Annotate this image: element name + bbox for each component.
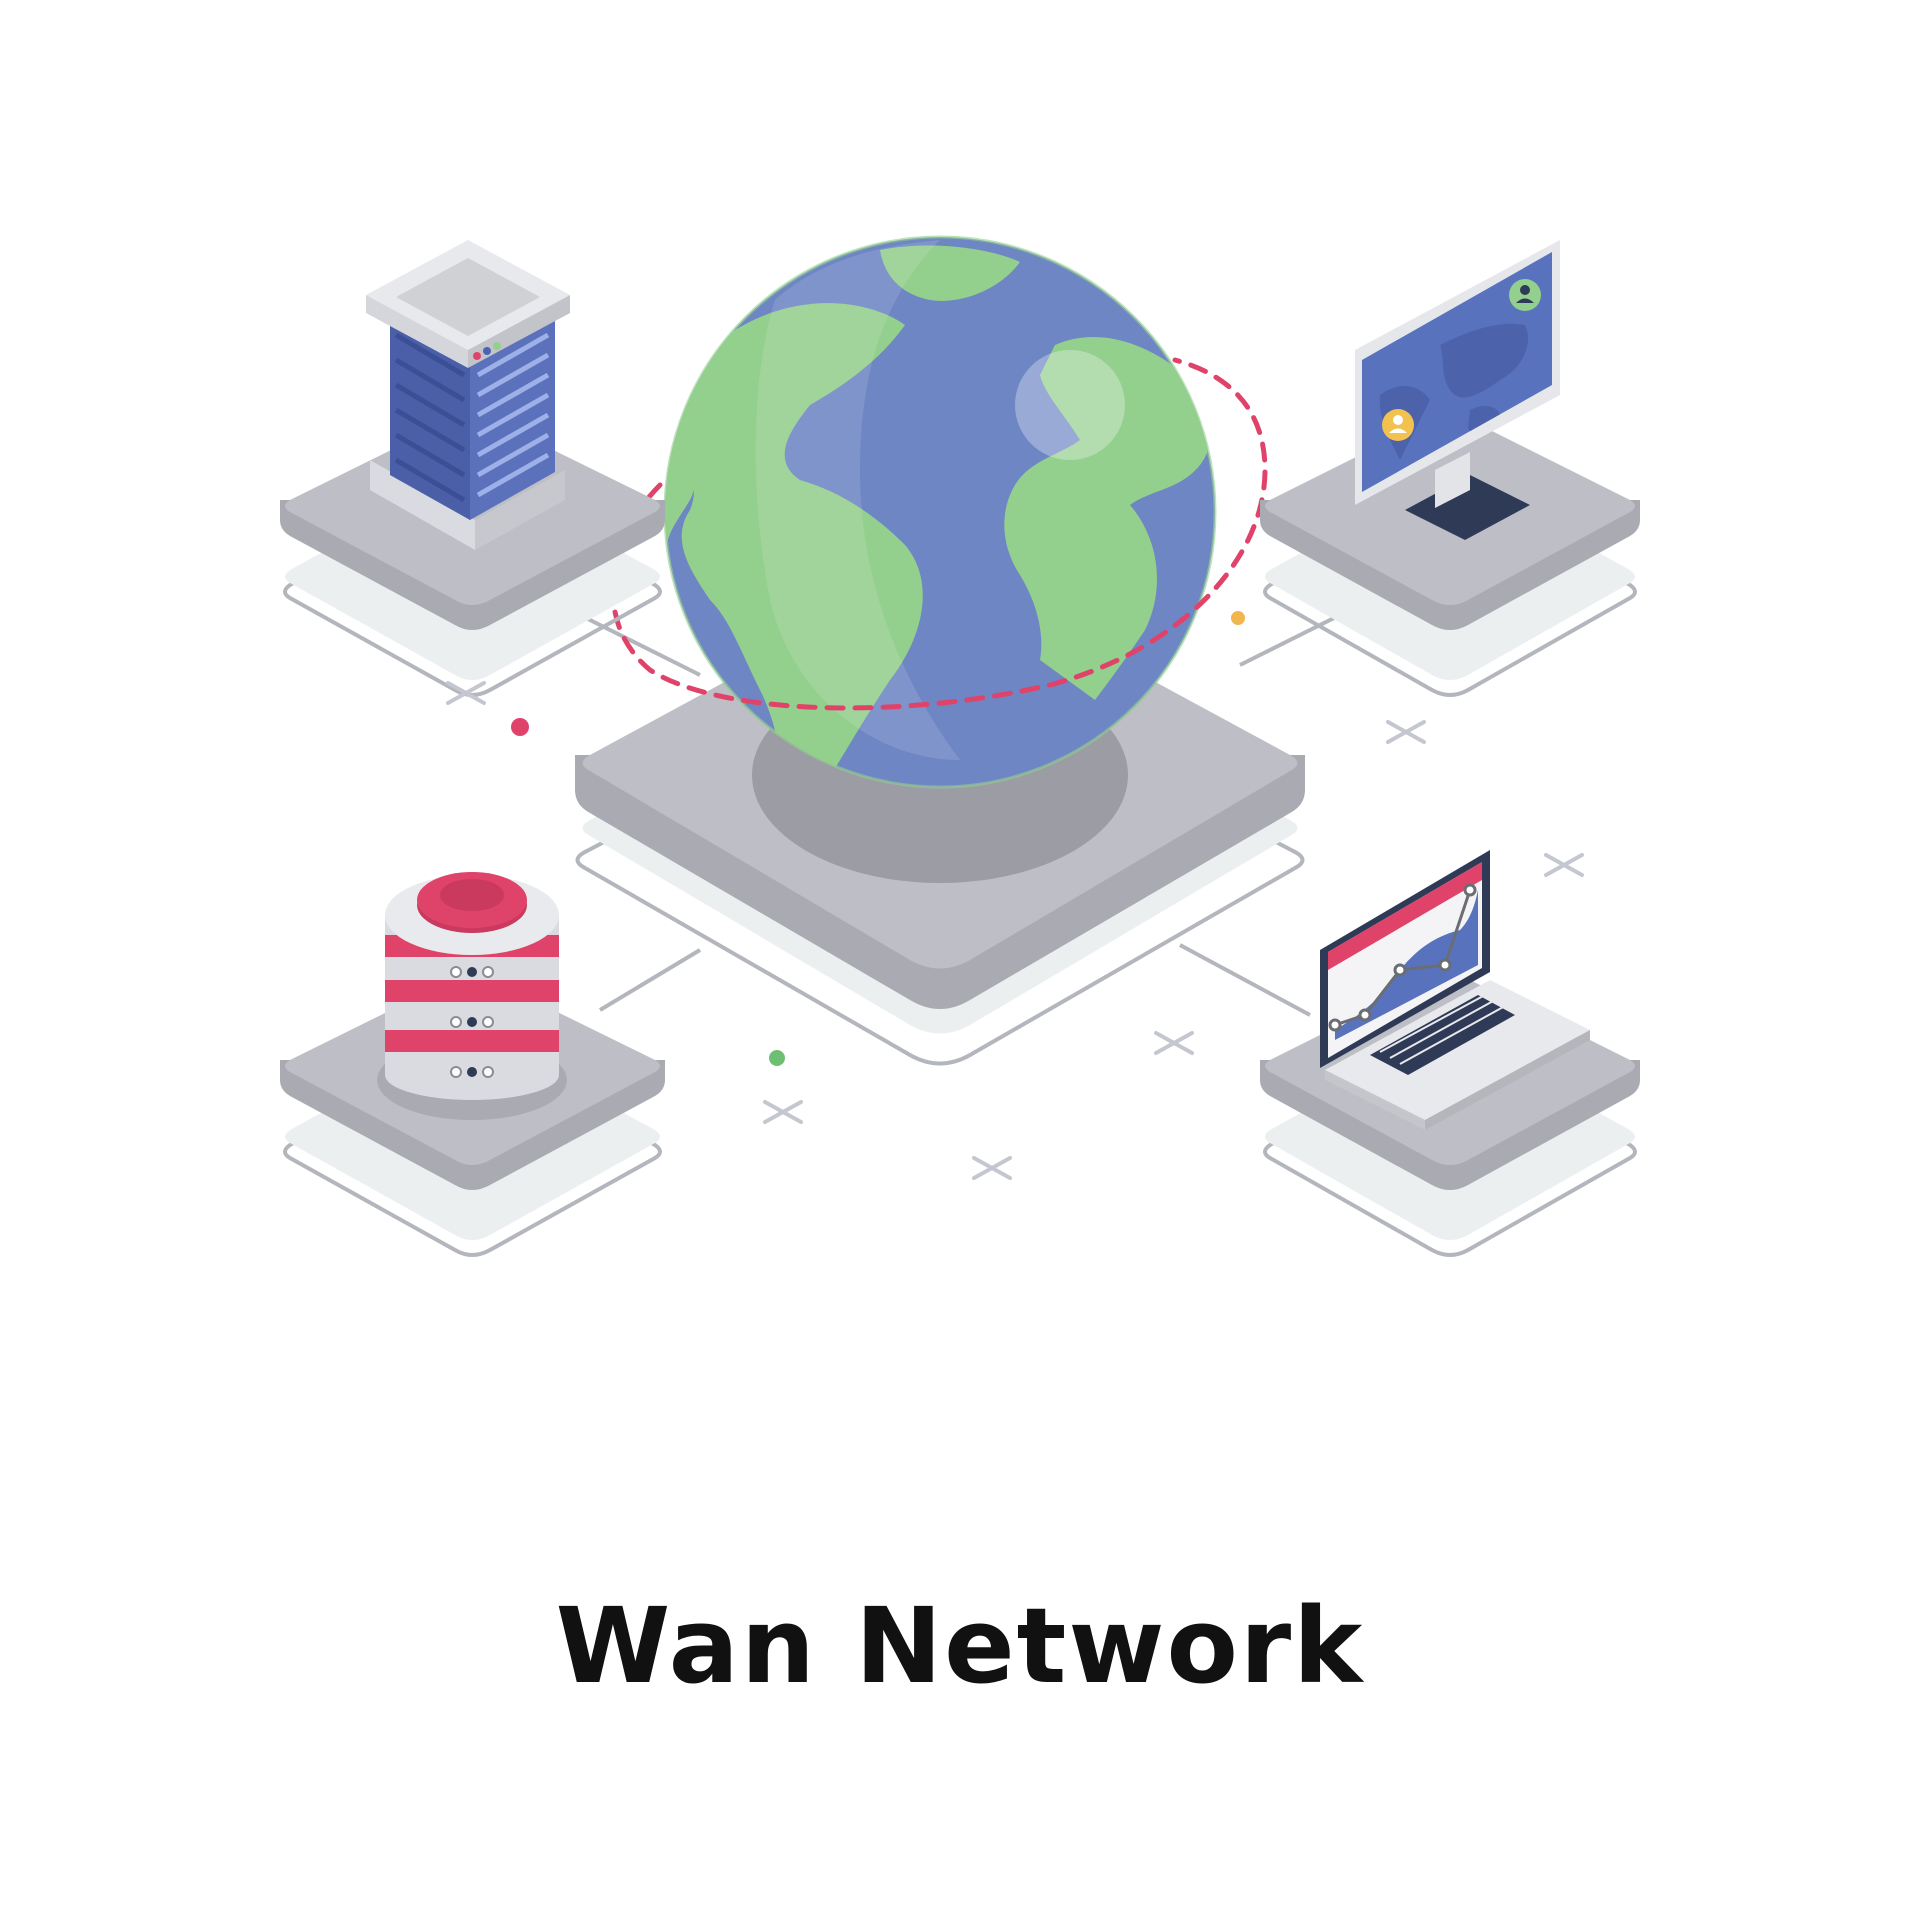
decorative-crosses <box>446 681 1584 1180</box>
orbit-path <box>610 357 1268 711</box>
caption-title: Wan Network <box>555 1585 1365 1707</box>
globe-icon <box>663 235 1217 789</box>
server-node <box>280 240 665 697</box>
server-rack-icon <box>366 240 570 550</box>
laptop-node <box>1260 850 1640 1257</box>
database-node <box>280 872 665 1257</box>
decorative-dots <box>511 611 1245 1066</box>
monitor-node <box>1260 240 1640 697</box>
database-icon <box>377 872 567 1120</box>
world-map-monitor-icon <box>1355 240 1560 540</box>
analytics-laptop-icon <box>1320 850 1590 1130</box>
